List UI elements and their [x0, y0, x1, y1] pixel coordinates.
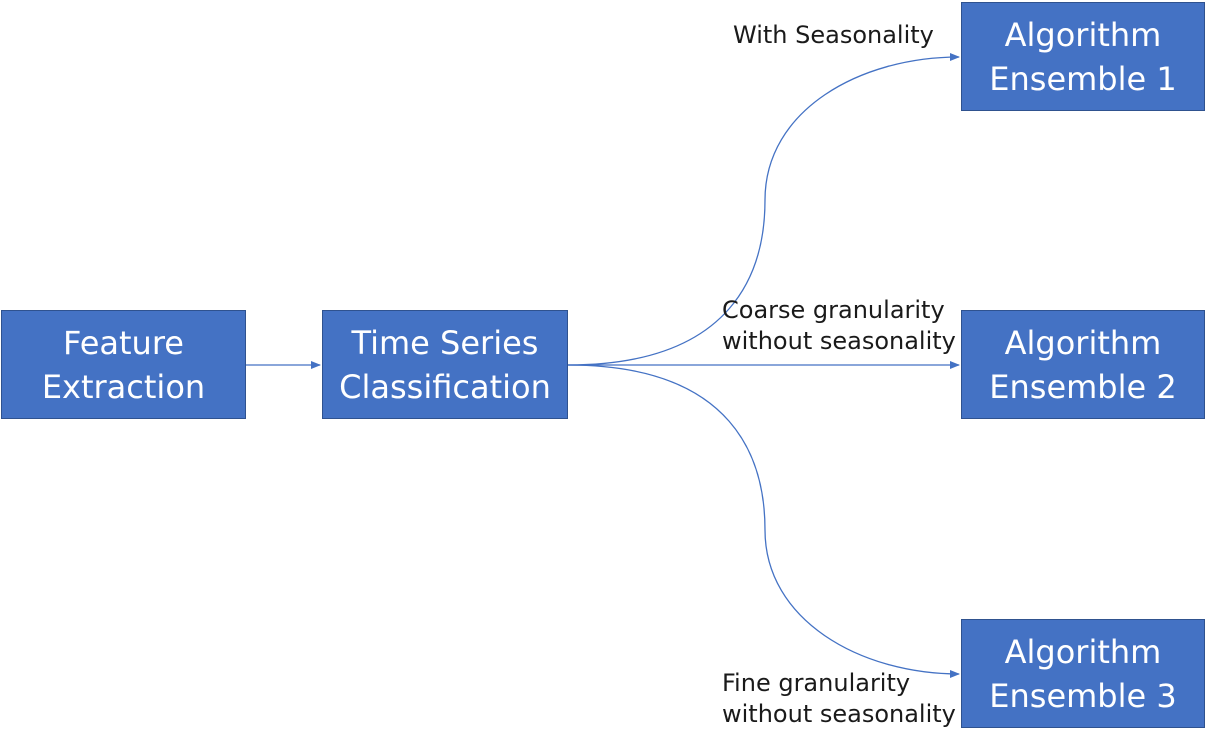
algorithm-ensemble-3-label: Algorithm Ensemble 3 — [989, 632, 1177, 715]
time-series-classification-label: Time Series Classification — [339, 323, 551, 406]
algorithm-ensemble-1-label: Algorithm Ensemble 1 — [989, 15, 1177, 98]
arrow-classification-to-ensemble-1 — [567, 53, 960, 366]
time-series-classification-box: Time Series Classification — [322, 310, 568, 419]
feature-extraction-box: Feature Extraction — [1, 310, 246, 419]
edge-label-with-seasonality-text: With Seasonality — [733, 21, 934, 49]
edge-label-fine-granularity: Fine granularity without seasonality — [722, 668, 956, 730]
edge-label-fine-line-1: Fine granularity — [722, 669, 911, 697]
edge-label-fine-line-2: without seasonality — [722, 700, 956, 728]
feature-extraction-label: Feature Extraction — [41, 323, 206, 406]
algorithm-ensemble-1-box: Algorithm Ensemble 1 — [961, 2, 1205, 111]
edge-label-coarse-granularity: Coarse granularity without seasonality — [722, 295, 956, 357]
edge-label-coarse-line-2: without seasonality — [722, 327, 956, 355]
algorithm-ensemble-2-label: Algorithm Ensemble 2 — [989, 323, 1177, 406]
edge-label-coarse-line-1: Coarse granularity — [722, 296, 945, 324]
algorithm-ensemble-2-box: Algorithm Ensemble 2 — [961, 310, 1205, 419]
algorithm-ensemble-3-box: Algorithm Ensemble 3 — [961, 619, 1205, 728]
edge-label-with-seasonality: With Seasonality — [733, 20, 934, 51]
arrow-classification-to-ensemble-3 — [567, 364, 960, 678]
